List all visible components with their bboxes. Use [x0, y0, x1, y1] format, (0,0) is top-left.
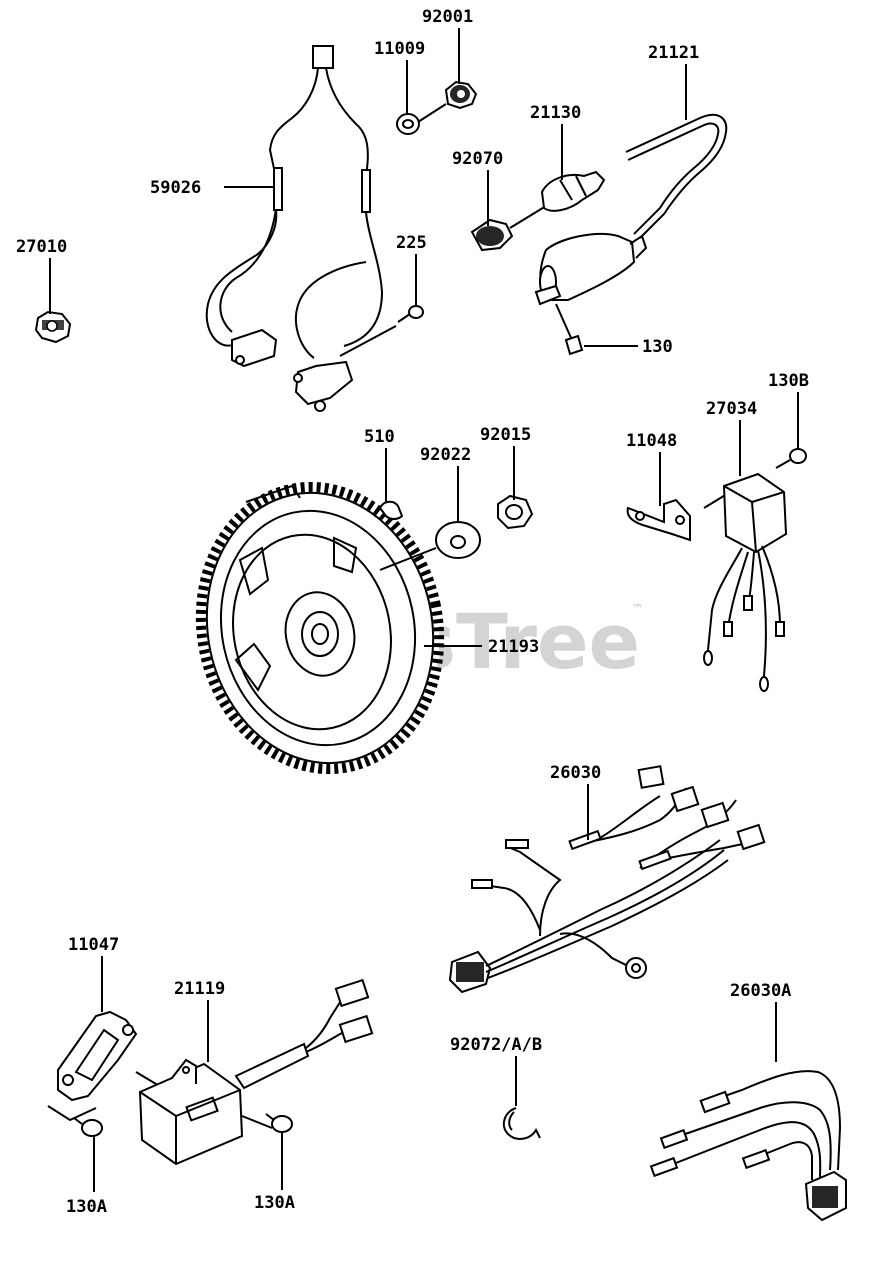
part-21193-flywheel[interactable] — [175, 465, 465, 792]
callout-92015: 92015 — [480, 425, 531, 445]
callout-26030A: 26030A — [730, 981, 791, 1001]
part-92072-clamp[interactable] — [502, 1107, 541, 1140]
part-92015-nut[interactable] — [497, 494, 534, 530]
part-92001-nut[interactable] — [444, 80, 478, 110]
callout-92022: 92022 — [420, 445, 471, 465]
callout-27034: 27034 — [706, 399, 757, 419]
part-21130-cap[interactable] — [540, 170, 606, 212]
part-130-screw[interactable] — [555, 303, 584, 356]
watermark-trademark: ™ — [632, 602, 643, 615]
part-130A-screw-right[interactable] — [265, 1113, 293, 1133]
part-225-screw[interactable] — [397, 305, 424, 323]
part-11009-washer[interactable] — [396, 113, 420, 135]
callout-59026: 59026 — [150, 178, 201, 198]
callout-92001: 92001 — [422, 7, 473, 27]
part-21119-cdi-unit[interactable] — [138, 978, 374, 1166]
part-92022-washer[interactable] — [435, 521, 481, 559]
callout-130: 130 — [642, 337, 673, 357]
callout-11048: 11048 — [626, 431, 677, 451]
callout-26030: 26030 — [550, 763, 601, 783]
part-510-key[interactable] — [378, 500, 404, 520]
callout-21119: 21119 — [174, 979, 225, 999]
callout-27010: 27010 — [16, 237, 67, 257]
part-21121-ignition-coil[interactable] — [534, 113, 728, 306]
callout-21130: 21130 — [530, 103, 581, 123]
callout-130A-right: 130A — [254, 1193, 295, 1213]
part-92070-plug-cap[interactable] — [470, 218, 514, 252]
part-59026-lead-wire[interactable] — [205, 45, 384, 412]
callout-130B: 130B — [768, 371, 809, 391]
callout-11047: 11047 — [68, 935, 119, 955]
callout-92072: 92072/A/B — [450, 1035, 542, 1055]
callout-510: 510 — [364, 427, 395, 447]
callout-labels: 92001 11009 21121 21130 92070 59026 2701… — [16, 7, 809, 1217]
leader-lines — [49, 28, 799, 1192]
part-130A-screw-left[interactable] — [73, 1117, 103, 1137]
callout-92070: 92070 — [452, 149, 503, 169]
part-11047-bracket[interactable] — [57, 1010, 138, 1102]
callout-225: 225 — [396, 233, 427, 253]
part-27034-regulator[interactable] — [703, 472, 788, 692]
part-11048-bracket[interactable] — [626, 498, 691, 542]
callout-130A-left: 130A — [66, 1197, 107, 1217]
part-27010-nut[interactable] — [34, 310, 72, 344]
part-26030A-harness[interactable] — [649, 1070, 847, 1222]
part-26030-main-harness[interactable] — [448, 765, 766, 994]
callout-21121: 21121 — [648, 43, 699, 63]
callout-11009: 11009 — [374, 39, 425, 59]
callout-21193: 21193 — [488, 637, 539, 657]
part-130B-screw[interactable] — [775, 448, 807, 469]
